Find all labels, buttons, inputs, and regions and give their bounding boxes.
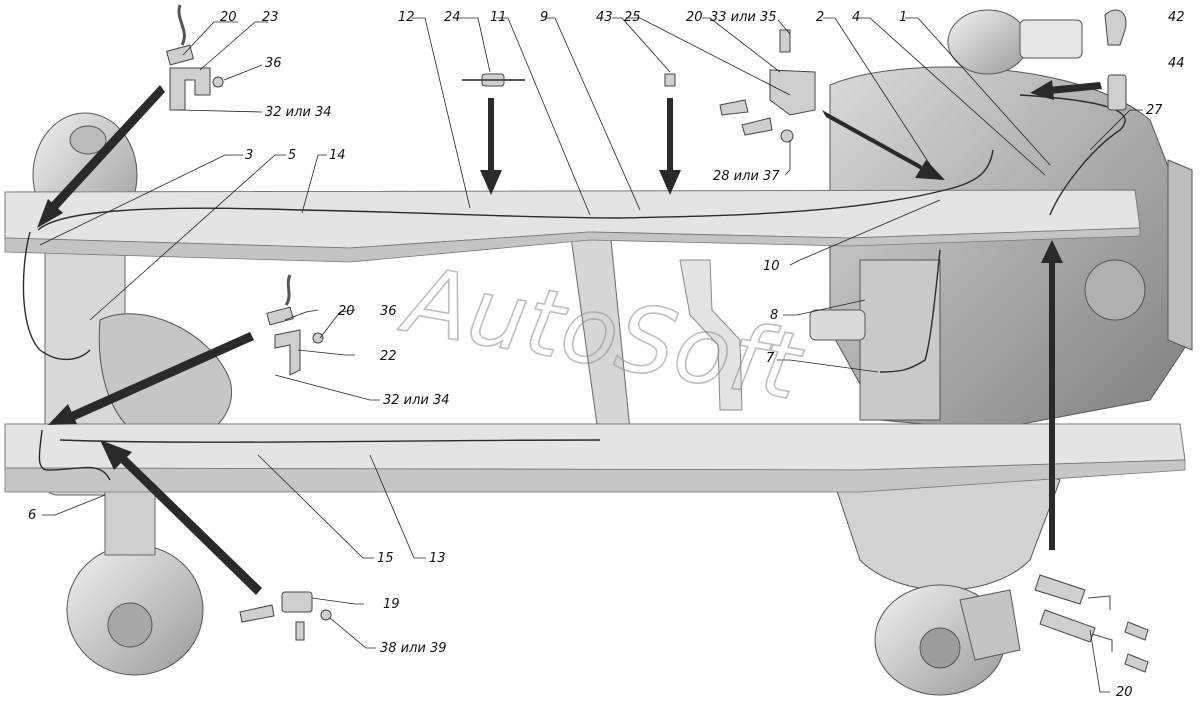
frame xyxy=(4,189,1186,493)
pointer-arrows xyxy=(37,80,1102,595)
exploded-parts xyxy=(165,4,1149,673)
arrow-to-fitting-20 xyxy=(1041,240,1063,550)
gearbox xyxy=(859,259,941,421)
callout-32-or-34-mid: 32 или 34 xyxy=(383,393,450,408)
callout-20-mid: 20 xyxy=(338,304,355,319)
bracket-22 xyxy=(274,329,301,376)
callout-15: 15 xyxy=(377,551,394,566)
callout-11: 11 xyxy=(490,10,507,25)
callout-4: 4 xyxy=(852,10,860,25)
callout-25: 25 xyxy=(624,10,641,25)
callout-32-or-34: 32 или 34 xyxy=(265,105,332,120)
exhaust-pipe xyxy=(679,259,743,411)
callout-23: 23 xyxy=(262,10,279,25)
bracket-23 xyxy=(169,67,211,111)
bolt-33 xyxy=(779,29,791,53)
brake-line-front xyxy=(1019,94,1126,216)
callout-27: 27 xyxy=(1146,103,1163,118)
clip-43 xyxy=(664,73,676,87)
callout-22: 22 xyxy=(380,349,397,364)
arrow-to-tee-25 xyxy=(822,110,945,180)
callout-3: 3 xyxy=(245,148,253,163)
radiator xyxy=(1167,159,1193,351)
brake-line-rear-lower xyxy=(38,429,111,481)
arrow-to-coupler-24 xyxy=(480,98,502,195)
callout-36-mid: 36 xyxy=(380,304,397,319)
callout-12: 12 xyxy=(398,10,415,25)
arrow-to-tee-19 xyxy=(100,440,262,595)
callout-33-or-35: 33 или 35 xyxy=(710,10,777,25)
brake-hose-rear xyxy=(22,231,91,361)
arrow-to-rear-lower xyxy=(48,332,254,425)
brake-lines xyxy=(22,94,1126,481)
callout-2: 2 xyxy=(816,10,824,25)
tee-19 xyxy=(281,591,313,613)
leader-lines xyxy=(39,17,1143,693)
frame-rail-lower xyxy=(4,423,1186,471)
callout-13: 13 xyxy=(429,551,446,566)
callout-24: 24 xyxy=(444,10,461,25)
caliper xyxy=(959,589,1021,661)
callout-38-or-39: 38 или 39 xyxy=(380,641,447,656)
hose-fittings-20 xyxy=(1034,574,1096,643)
arrow-to-rear-upper xyxy=(37,85,165,228)
brake-line-main xyxy=(37,149,994,231)
callout-19: 19 xyxy=(383,597,400,612)
callout-20-top: 20 xyxy=(686,10,703,25)
arrow-to-hose-44 xyxy=(1030,80,1102,100)
callout-9: 9 xyxy=(540,10,548,25)
callout-28-or-37: 28 или 37 xyxy=(713,169,780,184)
callout-10: 10 xyxy=(763,259,780,274)
callout-20: 20 xyxy=(220,10,237,25)
callout-14: 14 xyxy=(329,148,346,163)
middle-components xyxy=(569,229,941,433)
callout-8: 8 xyxy=(770,308,778,323)
callout-20-bottom: 20 xyxy=(1116,685,1133,700)
callouts: 20 23 36 32 или 34 3 5 14 12 24 11 9 43 … xyxy=(28,10,1185,700)
callout-5: 5 xyxy=(288,148,296,163)
brake-line-lower xyxy=(59,439,601,443)
hose-44 xyxy=(1107,74,1127,111)
arrow-to-clip-43 xyxy=(659,98,681,195)
master-cylinder xyxy=(1019,19,1083,59)
callout-42: 42 xyxy=(1168,10,1185,25)
tee-25 xyxy=(769,69,816,116)
callout-44: 44 xyxy=(1168,56,1185,71)
brake-line-cross xyxy=(879,249,941,373)
callout-7: 7 xyxy=(766,351,775,366)
callout-43: 43 xyxy=(596,10,613,25)
fitting-42 xyxy=(1104,9,1127,46)
callout-6: 6 xyxy=(28,508,36,523)
callout-36: 36 xyxy=(265,56,282,71)
callout-1: 1 xyxy=(899,10,907,25)
